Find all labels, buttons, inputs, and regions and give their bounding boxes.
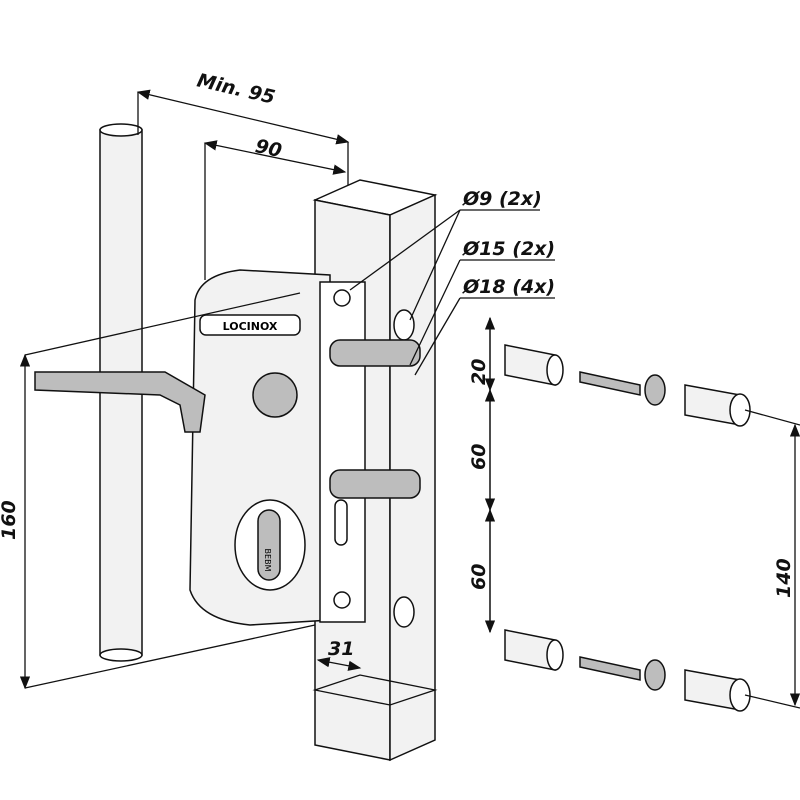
- fixing-kit-bottom: [504, 629, 751, 712]
- dim-spacing-1: 60: [468, 444, 490, 470]
- dim-width: 90: [253, 135, 283, 162]
- euro-cylinder: [257, 509, 281, 581]
- dim-spacing-2: 60: [468, 564, 490, 590]
- latch-bolt: [329, 339, 421, 367]
- dim-height-total: 160: [0, 500, 20, 540]
- dim-depth: 31: [328, 638, 354, 660]
- screw: [579, 656, 641, 681]
- cylinder-marking: BEBM: [263, 549, 272, 572]
- dim-offset-top: 20: [468, 359, 490, 385]
- dim-hole-spacing: 140: [773, 558, 795, 598]
- callout-hole-15: Ø15 (2x): [462, 238, 555, 260]
- screw: [579, 371, 641, 396]
- callout-hole-9: Ø9 (2x): [462, 188, 542, 210]
- lever-handle: [34, 371, 206, 433]
- brand-logo: LOCINOX: [223, 320, 278, 333]
- handle-rose: [252, 372, 298, 418]
- fixing-kit-top: [504, 344, 751, 427]
- brand-plate: [199, 314, 301, 336]
- forend-plate: [319, 281, 366, 623]
- dim-min-width: Min. 95: [195, 69, 277, 108]
- dimension-lines: [19, 89, 800, 709]
- dead-bolt: [329, 469, 421, 499]
- callout-hole-18: Ø18 (4x): [462, 276, 555, 298]
- lock-body: LOCINOX BEBM: [34, 269, 421, 626]
